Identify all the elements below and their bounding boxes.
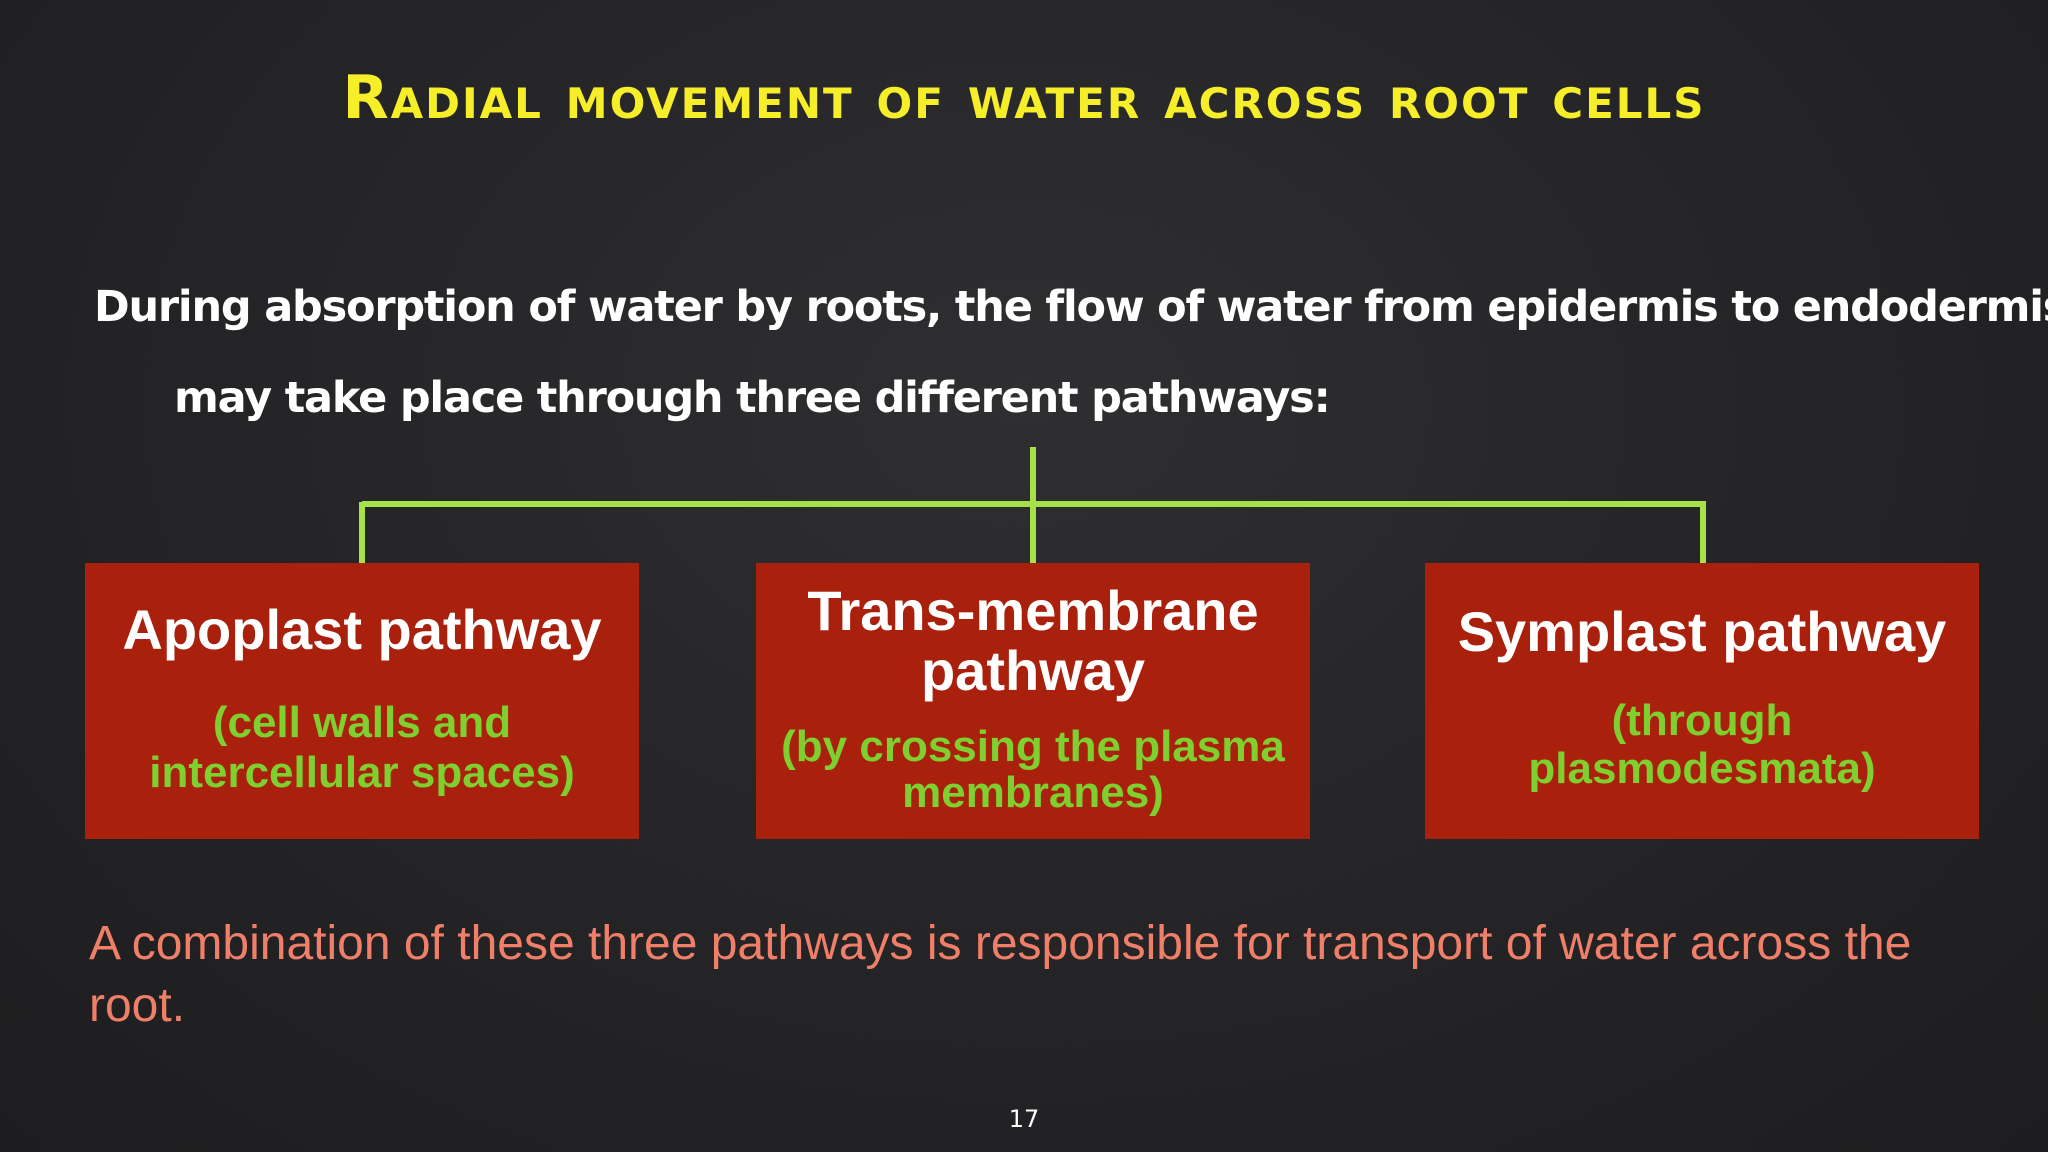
slide-title: Radial movement of water across root cel… <box>342 63 1706 133</box>
trans-membrane-pathway-detail-2: membranes) <box>902 768 1164 817</box>
symplast-pathway-heading: Symplast pathway <box>1457 600 1947 663</box>
apoplast-pathway-detail-1: (cell walls and <box>212 698 512 747</box>
trans-membrane-pathway-box: Trans-membrane pathway (by crossing the … <box>756 563 1310 839</box>
intro-line-2: may take place through three different p… <box>174 373 1331 423</box>
symplast-pathway-detail-1: (through <box>1611 696 1793 745</box>
trans-membrane-pathway-detail-1: (by crossing the plasma <box>781 722 1285 771</box>
symplast-pathway-box: Symplast pathway (through plasmodesmata) <box>1425 563 1979 839</box>
conclusion-text: A combination of these three pathways is… <box>89 917 1912 1032</box>
apoplast-pathway-box: Apoplast pathway (cell walls and interce… <box>85 563 639 839</box>
apoplast-pathway-detail-2: intercellular spaces) <box>149 748 575 797</box>
trans-membrane-pathway-heading-2: pathway <box>920 639 1146 702</box>
symplast-pathway-detail-2: plasmodesmata) <box>1528 744 1876 793</box>
trans-membrane-pathway-heading-1: Trans-membrane <box>807 579 1259 642</box>
intro-line-1: During absorption of water by roots, the… <box>94 282 2048 332</box>
page-number: 17 <box>1008 1105 1040 1133</box>
apoplast-pathway-heading: Apoplast pathway <box>122 598 602 661</box>
